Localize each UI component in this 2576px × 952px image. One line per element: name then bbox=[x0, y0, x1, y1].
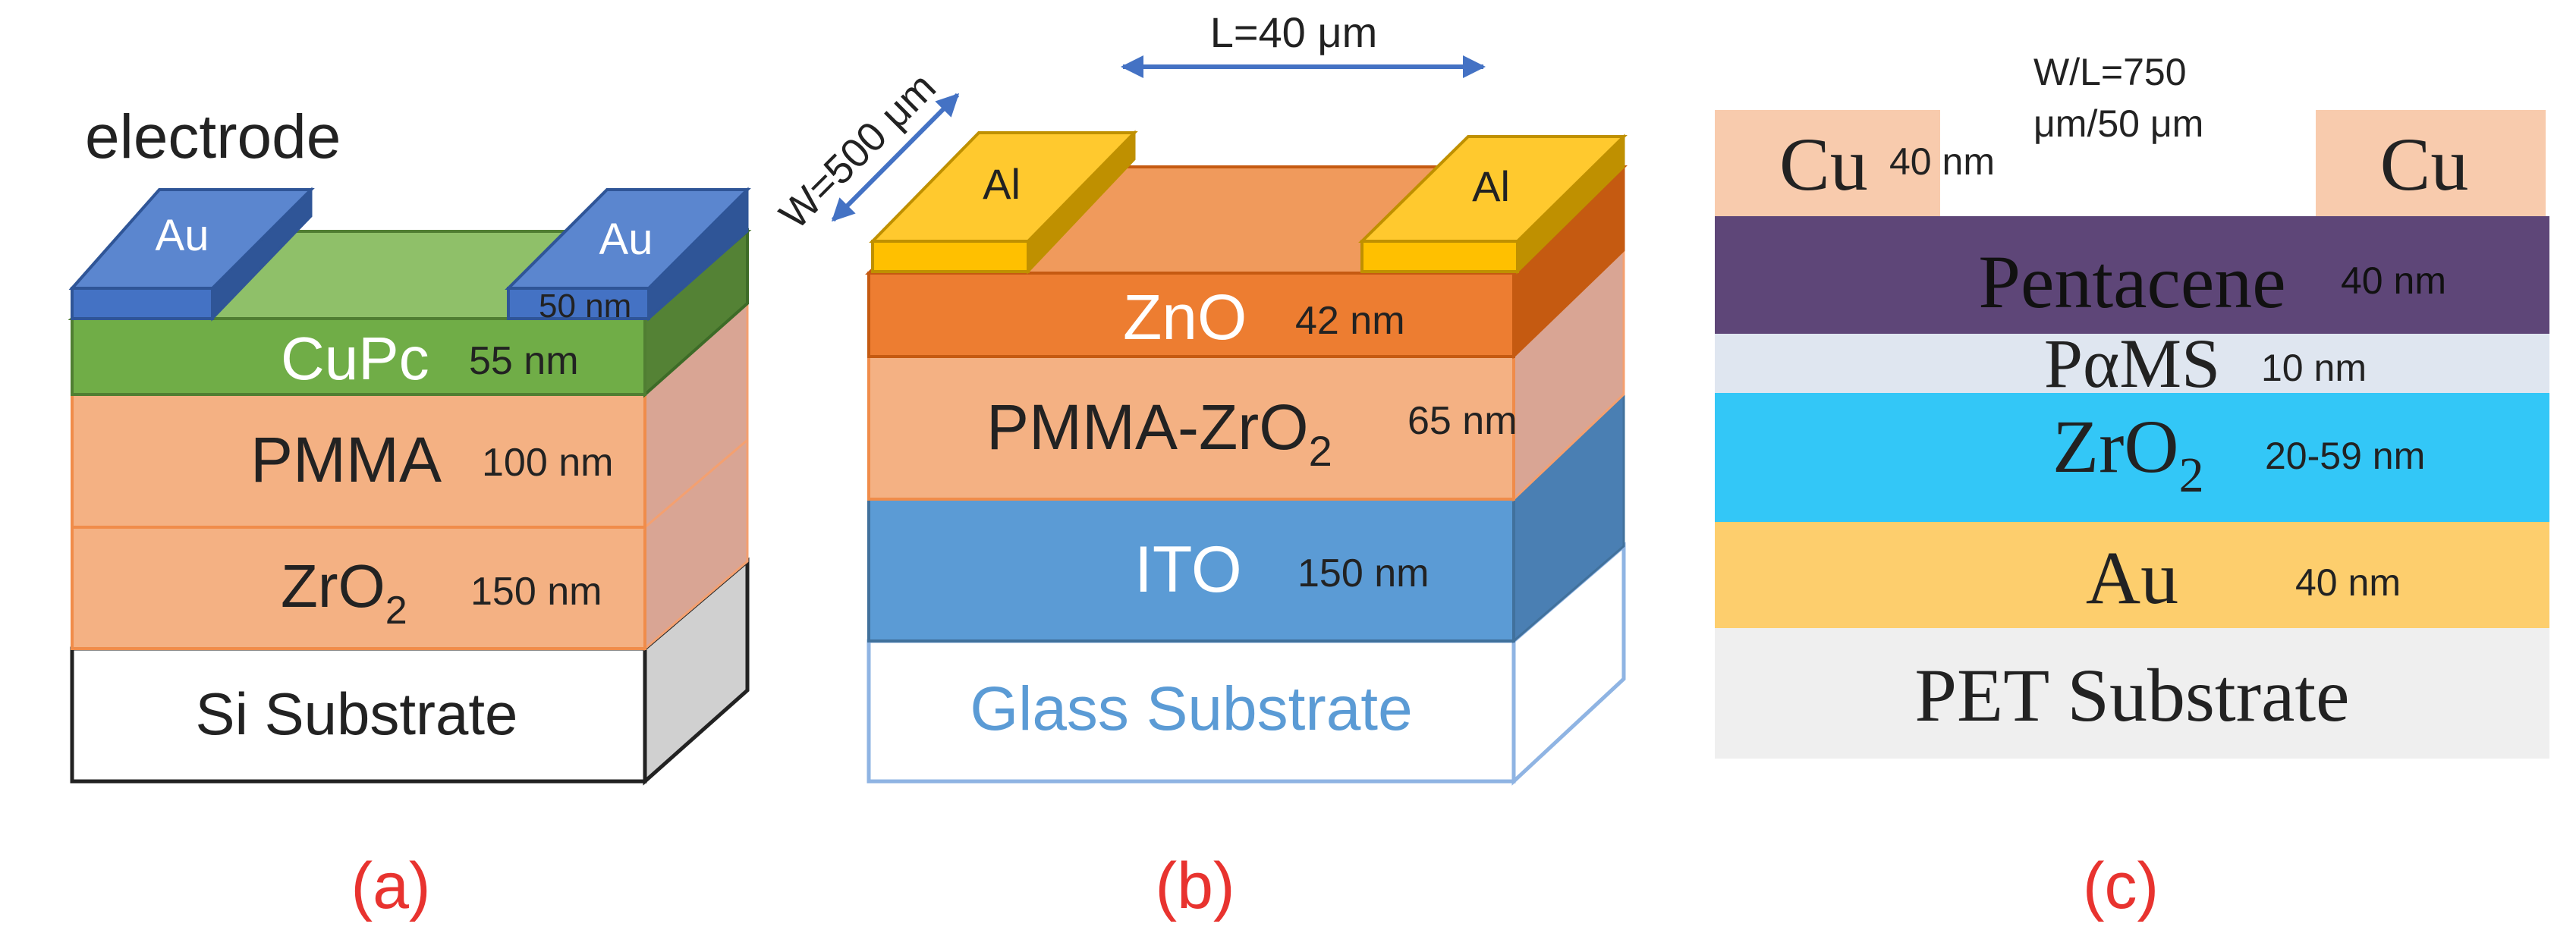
panel-b-ito-thickness: 150 nm bbox=[1297, 551, 1429, 595]
panel-a-heading: electrode bbox=[85, 102, 341, 171]
panel-c-zro2-layer bbox=[1715, 393, 2549, 522]
panel-b-ito-layer bbox=[867, 498, 1515, 643]
panel-c-substrate-label: PET Substrate bbox=[1914, 653, 2349, 737]
panel-a-cupc-thickness: 55 nm bbox=[469, 339, 579, 383]
panel-b-al-right-front bbox=[1360, 240, 1519, 273]
panel-a-substrate-label: Si Substrate bbox=[196, 680, 518, 747]
panel-c-zro2-label: ZrO2 bbox=[2052, 404, 2204, 503]
panel-b-al-right-label: Al bbox=[1472, 162, 1510, 210]
panel-a-pmma-thickness: 100 nm bbox=[482, 441, 613, 485]
panel-a-zro2-layer bbox=[71, 526, 646, 650]
panel-c-cu-right bbox=[2316, 110, 2546, 216]
panel-b-al-left-label: Al bbox=[983, 160, 1021, 208]
panel-a-au-right-label: Au bbox=[599, 215, 653, 264]
panel-b-caption: (b) bbox=[1155, 850, 1235, 922]
panel-b-ito-label: ITO bbox=[1134, 533, 1242, 606]
panel-a-zro2-thickness: 150 nm bbox=[470, 570, 602, 614]
panel-c-au-label: Au bbox=[2086, 536, 2178, 620]
panel-b-zno-label: ZnO bbox=[1123, 281, 1247, 353]
panel-c-pams-label: PαMS bbox=[2044, 325, 2220, 402]
panel-a-pmma-label: PMMA bbox=[250, 424, 442, 495]
panel-a-cupc-layer bbox=[71, 317, 646, 396]
panel-c-pentacene-label: Pentacene bbox=[1978, 240, 2285, 324]
panel-c: Cu 40 nm Cu W/L=750 μm/50 μm Pentacene 4… bbox=[1715, 51, 2549, 922]
panel-b-substrate-label: Glass Substrate bbox=[970, 674, 1412, 743]
panel-a-au-left-front bbox=[71, 287, 214, 320]
panel-c-ratio-line1: W/L=750 bbox=[2033, 51, 2187, 93]
panel-c-ratio-line2: μm/50 μm bbox=[2033, 102, 2203, 145]
panel-a-caption: (a) bbox=[351, 850, 430, 922]
panel-a-cupc-label: CuPc bbox=[281, 325, 429, 392]
panel-c-pentacene-layer bbox=[1715, 216, 2549, 334]
panel-c-pams-layer bbox=[1715, 334, 2549, 393]
panel-c-electrode-thickness: 40 nm bbox=[1889, 140, 1995, 183]
panel-b-pmma-zro2-layer bbox=[867, 355, 1515, 501]
panel-a-substrate bbox=[70, 646, 647, 784]
panel-c-pams-thickness: 10 nm bbox=[2261, 347, 2367, 389]
panel-c-cu-left bbox=[1715, 110, 1940, 216]
panel-c-au-thickness: 40 nm bbox=[2295, 561, 2401, 604]
panel-b-al-left-front bbox=[871, 240, 1030, 273]
panel-a-zro2-label: ZrO2 bbox=[281, 552, 407, 633]
panel-a-au-right-front bbox=[507, 287, 650, 320]
panel-a: Si Substrate ZrO2 150 nm PMMA 100 nm CuP… bbox=[68, 102, 752, 922]
panel-c-pentacene-thickness: 40 nm bbox=[2341, 259, 2446, 302]
panel-b-zno-layer bbox=[867, 272, 1515, 358]
panel-c-cu-left-label: Cu bbox=[1779, 122, 1868, 206]
panel-b-zno-thickness: 42 nm bbox=[1295, 299, 1405, 343]
panel-b-width-arrow bbox=[831, 93, 960, 222]
panel-c-cu-right-label: Cu bbox=[2380, 122, 2469, 206]
panel-b-pmma-zro2-thickness: 65 nm bbox=[1408, 399, 1518, 443]
panel-c-substrate bbox=[1715, 628, 2549, 759]
panel-c-au-layer bbox=[1715, 522, 2549, 628]
panel-c-zro2-thickness: 20-59 nm bbox=[2265, 435, 2425, 477]
panel-b: Glass Substrate ITO 150 nm PMMA-ZrO2 65 … bbox=[771, 8, 1628, 922]
panel-b-length-label: L=40 μm bbox=[1210, 8, 1378, 56]
panel-b-substrate bbox=[867, 639, 1516, 784]
panel-a-au-left-label: Au bbox=[156, 211, 209, 260]
panel-a-electrode-thickness: 50 nm bbox=[539, 287, 631, 325]
panel-c-caption: (c) bbox=[2083, 850, 2159, 922]
panel-b-pmma-zro2-label: PMMA-ZrO2 bbox=[986, 391, 1332, 475]
